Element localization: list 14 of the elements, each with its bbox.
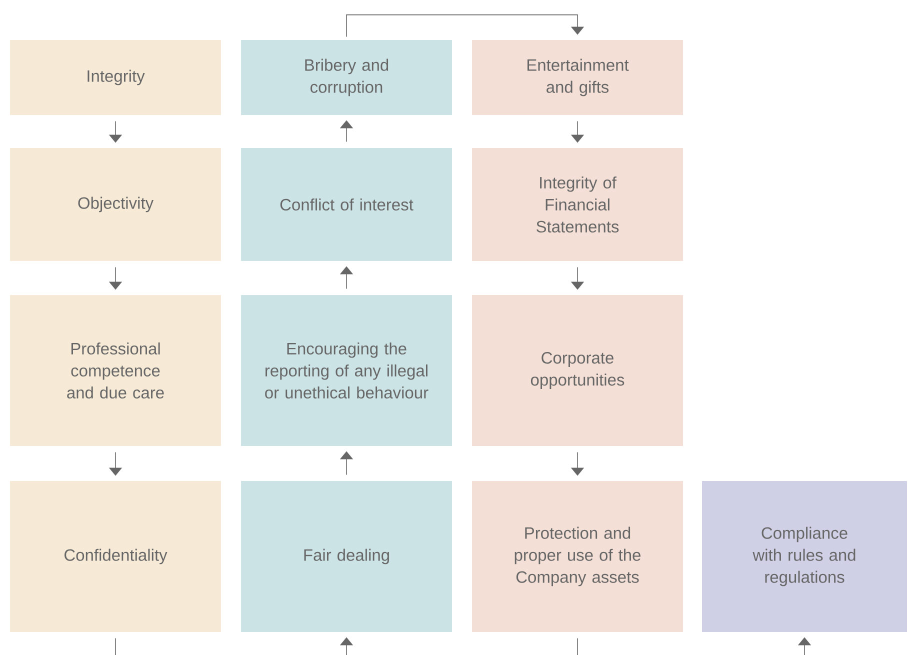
box: Compliance with rules and regulations: [702, 481, 907, 632]
box: Encouraging the reporting of any illegal or unethical behaviour: [241, 295, 452, 446]
box: Objectivity: [10, 148, 221, 261]
box: Professional competence and due care: [10, 295, 221, 446]
box: Conflict of interest: [241, 148, 452, 261]
box: Entertainment and gifts: [472, 40, 683, 115]
box: Protection and proper use of the Company assets: [472, 481, 683, 632]
box: Bribery and corruption: [241, 40, 452, 115]
box: Fair dealing: [241, 481, 452, 632]
box: Confidentiality: [10, 481, 221, 632]
box: Integrity of Financial Statements: [472, 148, 683, 261]
box: Corporate opportunities: [472, 295, 683, 446]
box: Integrity: [10, 40, 221, 115]
arrow: [346, 14, 584, 38]
